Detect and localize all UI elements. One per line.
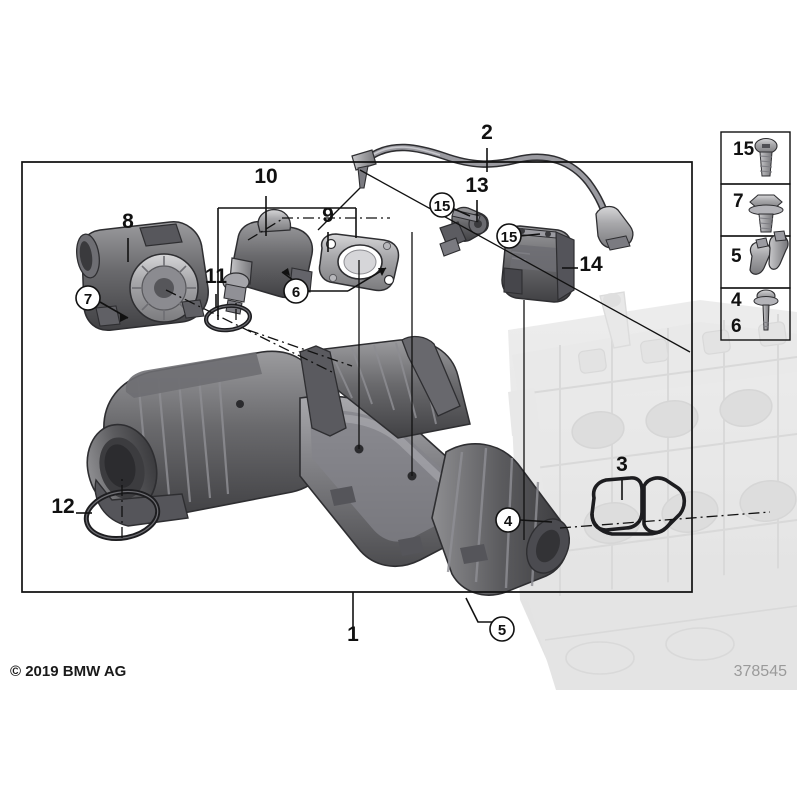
dashdot-3 <box>559 511 771 529</box>
part-2-vacuum-line <box>351 143 634 251</box>
callout-label-6: 6 <box>292 284 300 301</box>
torx-pan-head-screw-icon <box>754 137 778 177</box>
legend-number-5: 5 <box>731 246 742 267</box>
legend-cell-4-6: 4 6 <box>720 287 791 341</box>
callout-label-9: 9 <box>322 204 334 227</box>
callout-label-3: 3 <box>616 453 628 476</box>
part-3-manifold-gasket <box>590 476 687 536</box>
copyright-notice: © 2019 BMW AG <box>10 663 126 680</box>
diagonal-guide-right <box>359 169 691 353</box>
callout-label-12: 12 <box>51 495 74 518</box>
legend-cell-15: 15 <box>720 131 791 185</box>
callout-label-7: 7 <box>84 291 92 308</box>
hex-flange-bolt-icon <box>748 194 784 233</box>
part-12-o-ring-large <box>83 489 161 541</box>
callout-label-5: 5 <box>498 622 506 639</box>
leader-6b <box>347 267 387 292</box>
hose-clamp-pair-icon <box>749 230 789 275</box>
callout-label-1: 1 <box>347 623 359 646</box>
legend-number-15: 15 <box>733 139 755 160</box>
legend-number-6: 6 <box>731 316 742 337</box>
part-11-o-ring-small <box>203 303 253 333</box>
callout-circle-15b: 15 <box>496 223 522 249</box>
callout-label-13: 13 <box>465 174 488 197</box>
legend-number-4: 4 <box>731 290 742 311</box>
callout-label-15b: 15 <box>501 229 518 246</box>
callout-label-15a: 15 <box>434 198 451 215</box>
callout-circle-15a: 15 <box>429 192 455 218</box>
callout-label-11: 11 <box>205 265 228 288</box>
part-8-throttle-actuator <box>76 180 209 331</box>
diagram-id: 378545 <box>734 663 787 680</box>
collar-stud-bolt-icon <box>753 289 779 331</box>
legend-number-7: 7 <box>733 191 744 212</box>
leader-4 <box>519 519 553 523</box>
callout-circle-6: 6 <box>283 278 309 304</box>
leader-15b <box>519 233 541 237</box>
callout-label-2: 2 <box>481 121 493 144</box>
axis-10-to-manifold <box>247 329 353 367</box>
leader-15a <box>451 207 471 217</box>
callout-circle-5: 5 <box>489 616 515 642</box>
leader-2-tip <box>317 187 361 231</box>
assembly-boundary <box>21 161 693 593</box>
legend-cell-7: 7 <box>720 183 791 237</box>
callout-label-14: 14 <box>579 253 603 276</box>
callout-label-4: 4 <box>504 513 513 530</box>
callout-label-10: 10 <box>254 165 277 188</box>
callout-circle-7: 7 <box>75 285 101 311</box>
part-9-flange-gasket <box>318 233 400 292</box>
leader-5-bottom <box>465 597 492 623</box>
dashdot-9-diag <box>247 217 285 241</box>
leader-7 <box>99 301 129 319</box>
callout-label-8: 8 <box>122 210 134 233</box>
callout-circle-4: 4 <box>495 507 521 533</box>
part-13-pressure-sensor <box>439 206 489 257</box>
